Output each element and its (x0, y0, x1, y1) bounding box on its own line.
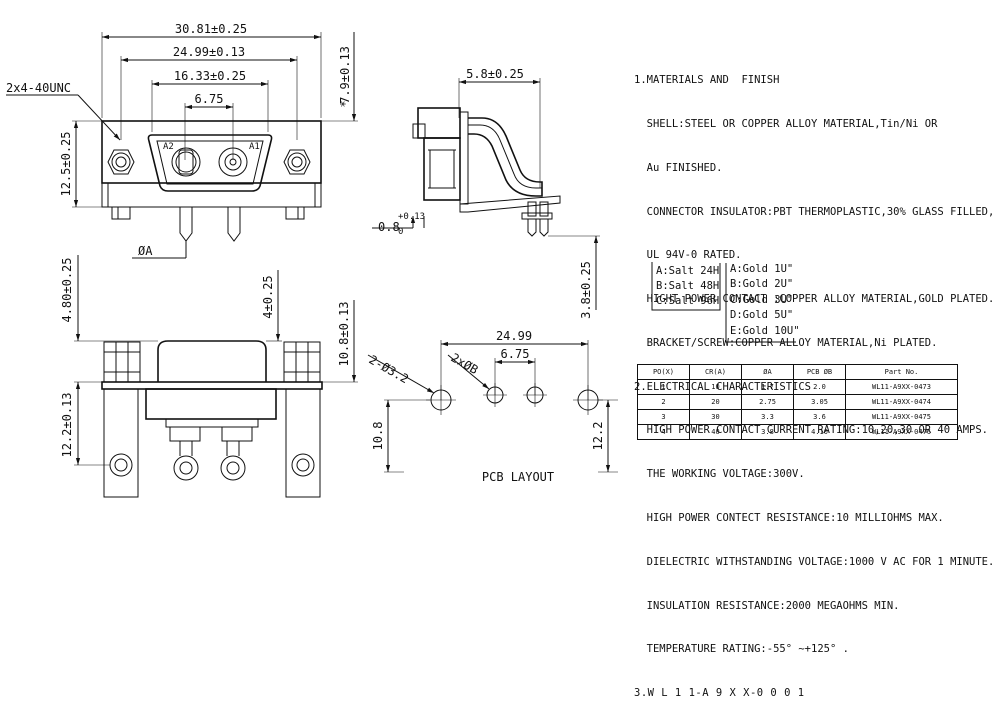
gold-option: D:Gold 5U" (730, 309, 794, 322)
contact-label-a2: A2 (163, 142, 174, 152)
salt-options: A:Salt 24H B:Salt 48H C:Salt 96H (656, 264, 719, 309)
table-header: CR(A) (689, 364, 742, 380)
dim-screw-pitch: 24.99±0.13 (173, 45, 245, 59)
note-line: Au FINISHED. (634, 161, 723, 174)
pcb-dim-left: 10.8 (371, 422, 385, 451)
table-cell: 4.10 (793, 424, 846, 440)
table-cell: 2.75 (741, 394, 794, 410)
note-line: HIGHT POWER CONTACT :COPPER ALLOY MATERI… (634, 293, 994, 306)
table-header: ØA (741, 364, 794, 380)
pcb-dim-pitch: 24.99 (496, 329, 532, 343)
part-code: 3.W L 1 1-A 9 X X-0 0 0 1 (634, 687, 805, 700)
gold-option: C:Gold 3U" (730, 293, 794, 306)
table-row: 1 10 1.7 2.0 WL11-A9XX-0473 (637, 379, 958, 395)
dim-star-mark: * (338, 100, 352, 107)
part-number-table: PO(X) CR(A) ØA PCB ØB Part No. 1 10 1.7 … (637, 364, 958, 440)
note-line: BRACKET/SCREW:COPPER ALLOY MATERIAL,Ni P… (634, 336, 938, 349)
note-line: UL 94V-0 RATED. (634, 249, 742, 262)
gold-option: E:Gold 10U" (730, 324, 800, 337)
table-cell: 1.7 (741, 379, 794, 395)
table-cell: WL11-A9XX-0473 (845, 379, 958, 395)
note-line: DIELECTRIC WITHSTANDING VOLTAGE:1000 V A… (634, 555, 994, 568)
note-line: INSULATION RESISTANCE:2000 MEGAOHMS MIN. (634, 599, 900, 612)
side-dim-pin-length: 3.8±0.25 (579, 261, 593, 319)
salt-option: A:Salt 24H (656, 265, 720, 277)
dim-height-right: 7.9±0.13 (338, 46, 352, 104)
table-cell: WL11-A9XX-0476 (845, 424, 958, 440)
note-line: TEMPERATURE RATING:-55° ~+125° . (634, 643, 849, 656)
pin-diameter-label: ØA (138, 244, 153, 258)
side-dim-bracket: 0.8 (378, 220, 400, 234)
table-row: 2 20 2.75 3.05 WL11-A9XX-0474 (637, 394, 958, 410)
screw-callout: 2x4-40UNC (6, 81, 71, 95)
dim-overall-width: 30.81±0.25 (175, 22, 247, 36)
table-cell: 3 (637, 409, 690, 425)
side-dim-bracket-tol-upper: +0.13 (398, 212, 425, 222)
bottom-dim-left-lower: 12.2±0.13 (60, 392, 74, 457)
table-header: PCB ØB (793, 364, 846, 380)
table-cell: 40 (689, 424, 742, 440)
gold-option: B:Gold 2U" (730, 278, 794, 291)
note-line: CONNECTOR INSULATOR:PBT THERMOPLASTIC,30… (634, 205, 994, 218)
bottom-dim-center: 4±0.25 (261, 275, 275, 318)
pcb-dim-right: 12.2 (591, 422, 605, 451)
screw-right (283, 149, 311, 175)
table-header-row: PO(X) CR(A) ØA PCB ØB Part No. (637, 364, 958, 380)
table-cell: 2 (637, 394, 690, 410)
table-cell: 3.8 (741, 424, 794, 440)
side-dim-bracket-tol-lower: 0 (398, 227, 403, 237)
contact-label-a1: A1 (249, 142, 260, 152)
table-cell: 1 (637, 379, 690, 395)
gold-options: A:Gold 1U" B:Gold 2U" C:Gold 3U" D:Gold … (730, 262, 800, 339)
table-cell: 10 (689, 379, 742, 395)
dim-shell-width: 16.33±0.25 (174, 69, 246, 83)
note-line: 1.MATERIALS AND FINISH (634, 74, 780, 87)
table-cell: 20 (689, 394, 742, 410)
table-cell: 2.0 (793, 379, 846, 395)
dim-contact-pitch: 6.75 (195, 92, 224, 106)
table-cell: WL11-A9XX-0474 (845, 394, 958, 410)
table-cell: 30 (689, 409, 742, 425)
salt-option: B:Salt 48H (656, 280, 720, 292)
note-line: SHELL:STEEL OR COPPER ALLOY MATERIAL,Tin… (634, 117, 938, 130)
table-header: PO(X) (637, 364, 690, 380)
pcb-dim-contact: 6.75 (501, 347, 530, 361)
salt-option: C:Salt 96H (656, 295, 720, 307)
table-cell: 3.6 (793, 409, 846, 425)
side-dim-width: 5.8±0.25 (466, 67, 524, 81)
technical-drawing: 30.81±0.25 24.99±0.13 16.33±0.25 6.75 2x… (6, 22, 796, 498)
table-header: Part No. (845, 364, 958, 380)
pcb-hole-large: 2-Ø3.2 (367, 352, 412, 386)
table-cell: 4 (637, 424, 690, 440)
table-cell: 3.3 (741, 409, 794, 425)
pcb-hole-small: 2xØB (449, 350, 481, 377)
front-view: 30.81±0.25 24.99±0.13 16.33±0.25 6.75 2x… (6, 22, 358, 259)
bottom-view: 4.80±0.25 12.2±0.13 4±0.25 10.8±0.13 (60, 255, 358, 498)
table-row: 4 40 3.8 4.10 WL11-A9XX-0476 (637, 424, 958, 440)
dim-height-left: 12.5±0.25 (59, 131, 73, 196)
bottom-dim-left-upper: 4.80±0.25 (60, 257, 74, 322)
note-line: HIGH POWER CONTECT RESISTANCE:10 MILLIOH… (634, 512, 944, 524)
bottom-dim-right: 10.8±0.13 (337, 301, 351, 366)
gold-option: A:Gold 1U" (730, 263, 794, 275)
note-line: THE WORKING VOLTAGE:300V. (634, 468, 805, 481)
pcb-layout-title: PCB LAYOUT (482, 470, 554, 484)
table-cell: WL11-A9XX-0475 (845, 409, 958, 425)
side-view: 5.8±0.25 0.8 +0.13 0 3.8±0.25 (372, 67, 600, 319)
screw-left (107, 149, 135, 175)
table-row: 3 30 3.3 3.6 WL11-A9XX-0475 (637, 409, 958, 425)
table-cell: 3.05 (793, 394, 846, 410)
